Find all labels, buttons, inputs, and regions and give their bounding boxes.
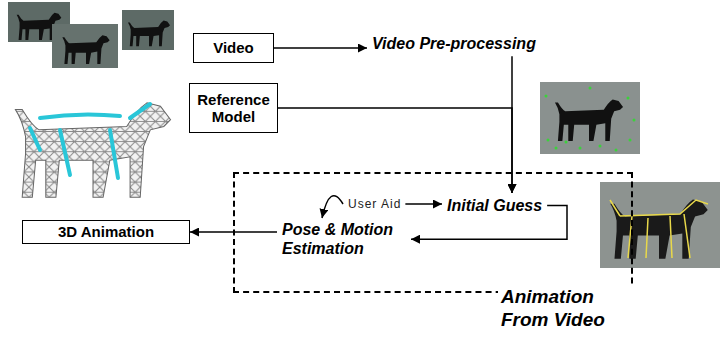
flow-arrow xyxy=(322,196,343,218)
dog-silhouette xyxy=(62,35,109,64)
preprocessed-thumbnail xyxy=(540,82,640,154)
dog-silhouette xyxy=(555,100,623,141)
process-label: Initial Guess xyxy=(445,195,544,216)
thumbnail-frame xyxy=(540,82,640,154)
flow-arrow xyxy=(278,108,512,193)
mesh-dog xyxy=(15,103,170,197)
process-label: Pose & Motion Estimation xyxy=(280,219,408,259)
skeleton-lines xyxy=(610,200,708,258)
feature-dots xyxy=(545,87,636,152)
dashed-region: Animation From VideoUser AidInitial Gues… xyxy=(233,172,633,293)
input-box: Reference Model xyxy=(189,83,278,133)
dog-silhouette xyxy=(128,21,170,47)
video-frames xyxy=(8,2,174,68)
node-text: Reference Model xyxy=(190,91,277,126)
input-box: Video xyxy=(193,33,274,63)
node-text: 3D Animation xyxy=(58,223,154,240)
dog-silhouette xyxy=(610,200,708,259)
fitted-skeleton-thumbnail xyxy=(600,182,720,268)
node-text: Initial Guess xyxy=(447,197,542,214)
node-text: Video xyxy=(213,39,254,56)
flow-arrow xyxy=(405,203,442,205)
process-label: Video Pre-processing xyxy=(370,33,538,54)
video-frame xyxy=(122,10,174,50)
user-aid-label: User Aid xyxy=(346,196,403,212)
node-text: User Aid xyxy=(348,197,401,211)
reference-mesh-dog xyxy=(15,103,170,197)
output-box: 3D Animation xyxy=(22,220,190,244)
mesh-highlight xyxy=(30,104,150,178)
thumbnail-frame xyxy=(600,182,720,268)
video-frame xyxy=(52,24,118,68)
region-title: Animation From Video xyxy=(498,286,634,332)
node-text: Video Pre-processing xyxy=(372,35,536,52)
flow-arrow xyxy=(274,47,367,49)
node-text: Pose & Motion Estimation xyxy=(282,221,393,257)
